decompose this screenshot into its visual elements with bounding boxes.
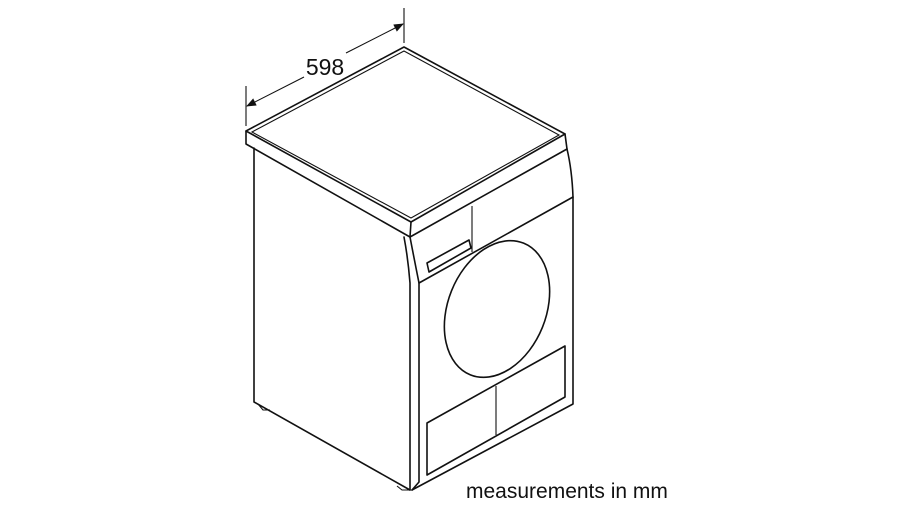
measurements-caption: measurements in mm — [466, 480, 668, 503]
dryer-front — [403, 148, 574, 491]
dryer-side-panel — [253, 147, 411, 491]
lower-panel — [426, 345, 566, 476]
width-dimension: 598 — [245, 8, 405, 126]
door-porthole — [443, 239, 551, 379]
dryer-top — [245, 46, 568, 238]
width-label: 598 — [306, 54, 344, 80]
dimension-arrow-left — [246, 76, 305, 107]
dimension-arrow-right — [345, 23, 404, 54]
control-panel-bottom-edge — [418, 196, 574, 284]
display-window — [426, 239, 472, 273]
